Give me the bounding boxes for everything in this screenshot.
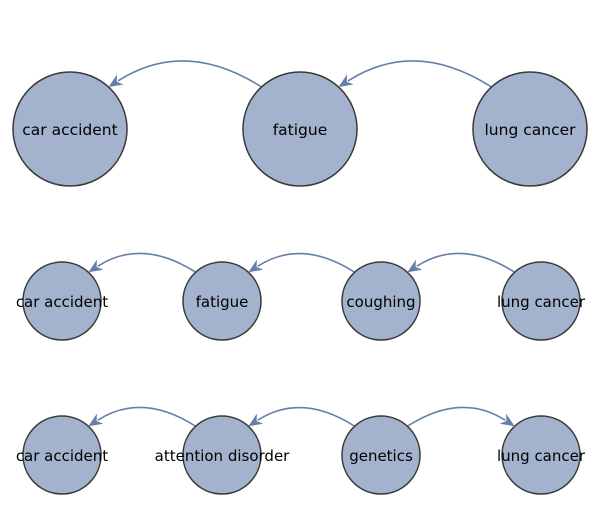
node-fatigue[interactable]: fatigue [242, 71, 358, 187]
edge-lung-cancer-to-coughing [407, 252, 516, 273]
edge-genetics-to-lung-cancer [406, 406, 515, 427]
edge-line [406, 406, 506, 427]
edge-fatigue-to-car-accident [88, 252, 197, 273]
node-circle[interactable] [341, 415, 421, 495]
node-label: car accident [16, 447, 108, 465]
node-circle[interactable] [22, 415, 102, 495]
node-circle[interactable] [182, 261, 262, 341]
edge-genetics-to-attention-disorder [248, 406, 356, 427]
edge-line [347, 60, 492, 88]
arrowhead-icon [499, 413, 515, 427]
arrowhead-icon [407, 259, 423, 273]
node-label: lung cancer [497, 447, 586, 465]
arrowhead-icon [248, 259, 264, 273]
node-circle[interactable] [242, 71, 358, 187]
arrowhead-icon [248, 413, 264, 427]
node-genetics[interactable]: genetics [341, 415, 421, 495]
node-car-accident[interactable]: car accident [16, 415, 108, 495]
edge-line [117, 60, 262, 88]
edge-attention-disorder-to-car-accident [88, 406, 197, 427]
node-lung-cancer[interactable]: lung cancer [497, 261, 586, 341]
graph-2: car accident fatigue coughing lung cancer [16, 252, 586, 341]
node-label: lung cancer [485, 121, 577, 139]
edge-line [97, 252, 197, 273]
node-lung-cancer[interactable]: lung cancer [472, 71, 588, 187]
node-attention-disorder[interactable]: attention disorder [155, 415, 291, 495]
graph-3: car accident attention disorder genetics lu… [16, 406, 586, 495]
arrowhead-icon [88, 413, 104, 427]
node-label: genetics [349, 447, 413, 465]
edge-coughing-to-fatigue [248, 252, 356, 273]
edge-lung-cancer-to-fatigue [338, 60, 492, 88]
node-circle[interactable] [341, 261, 421, 341]
graph-1: car accident fatigue lung cancer [12, 60, 588, 187]
edge-line [416, 252, 516, 273]
edge-line [257, 406, 356, 427]
node-circle[interactable] [472, 71, 588, 187]
node-coughing[interactable]: coughing [341, 261, 421, 341]
node-circle[interactable] [22, 261, 102, 341]
node-circle[interactable] [12, 71, 128, 187]
node-circle[interactable] [182, 415, 262, 495]
edges [88, 406, 515, 427]
node-label: attention disorder [155, 447, 291, 465]
node-lung-cancer[interactable]: lung cancer [497, 415, 586, 495]
edges [108, 60, 492, 88]
edge-line [257, 252, 356, 273]
node-label: fatigue [273, 121, 328, 139]
arrowhead-icon [88, 259, 104, 273]
edge-fatigue-to-car-accident [108, 60, 262, 88]
node-label: car accident [16, 293, 108, 311]
node-fatigue[interactable]: fatigue [182, 261, 262, 341]
node-car-accident[interactable]: car accident [12, 71, 128, 187]
node-label: lung cancer [497, 293, 586, 311]
node-circle[interactable] [501, 415, 581, 495]
arrowhead-icon [338, 74, 354, 87]
node-circle[interactable] [501, 261, 581, 341]
node-label: fatigue [196, 293, 249, 311]
arrowhead-icon [108, 74, 124, 87]
edges [88, 252, 516, 273]
node-car-accident[interactable]: car accident [16, 261, 108, 341]
node-label: coughing [346, 293, 415, 311]
node-label: car accident [22, 121, 117, 139]
edge-line [97, 406, 197, 427]
